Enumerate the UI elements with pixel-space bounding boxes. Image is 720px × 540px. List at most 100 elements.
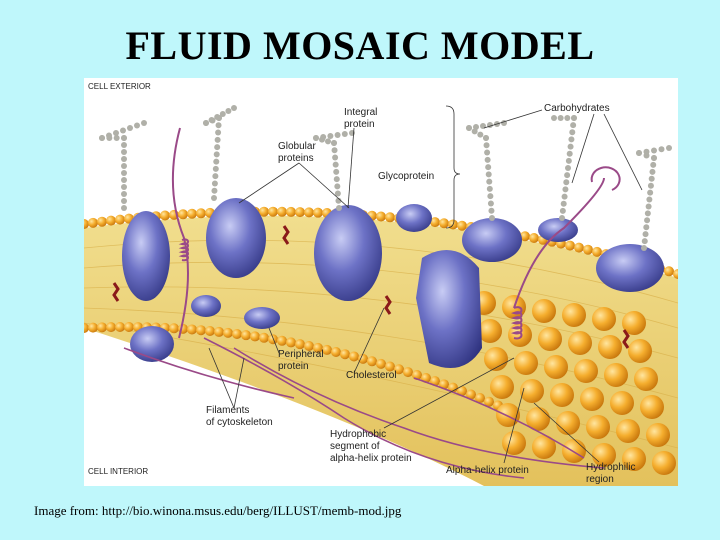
carbohydrate-bead	[127, 125, 133, 131]
label-cell-exterior: CELL EXTERIOR	[88, 82, 151, 91]
carbohydrate-bead	[213, 151, 220, 158]
carbohydrate-bead	[334, 132, 341, 138]
carbohydrate-bead	[121, 156, 127, 162]
carbohydrate-bead	[561, 193, 568, 200]
phospholipid-head	[358, 353, 368, 364]
carbohydrate-bead	[213, 158, 220, 165]
phospholipid-head	[628, 339, 652, 363]
carbohydrate-bead	[141, 120, 147, 126]
phospholipid-head	[115, 214, 125, 225]
carbohydrate-bead	[483, 142, 490, 149]
phospholipid-head	[448, 382, 458, 393]
carbohydrate-bead	[219, 111, 226, 117]
phospholipid-head	[562, 303, 586, 327]
phospholipid-head	[259, 332, 269, 343]
phospholipid-head	[115, 322, 125, 333]
carbohydrate-bead	[212, 173, 219, 180]
phospholipid-head	[196, 325, 206, 336]
phospholipid-head	[550, 383, 574, 407]
carbohydrate-bead	[651, 155, 657, 161]
carbohydrate-bead	[121, 184, 127, 190]
carbohydrate-bead	[650, 161, 657, 168]
phospholipid-head	[205, 326, 215, 336]
carbohydrate-bead	[567, 143, 574, 150]
phospholipid-head	[160, 210, 170, 221]
phospholipid-head	[106, 215, 116, 226]
carbohydrate-bead	[564, 115, 571, 121]
leader-lines	[208, 105, 643, 464]
label-alpha-helix: Alpha-helix protein	[446, 465, 529, 476]
carbohydrate-bead	[563, 179, 570, 186]
carbohydrate-bead	[485, 164, 492, 171]
carbohydrate-bead	[487, 193, 494, 200]
cytoskeleton-filaments	[123, 337, 605, 479]
phospholipid-head	[592, 246, 602, 257]
carbohydrate-bead	[644, 210, 651, 217]
carbohydrate-bead	[121, 163, 127, 169]
carbohydrate-bead	[565, 165, 571, 171]
carbohydrate-bead	[636, 150, 642, 156]
phospholipid-head	[313, 207, 323, 218]
phospholipid-head	[178, 209, 188, 220]
carbohydrate-bead	[325, 138, 331, 145]
phospholipid-head	[574, 242, 584, 253]
carbohydrate-bead	[466, 125, 472, 131]
carbohydrate-bead	[331, 140, 337, 146]
label-cholesterol: Cholesterol	[346, 370, 397, 381]
label-cell-interior: CELL INTERIOR	[88, 467, 148, 476]
phospholipid-head	[340, 349, 350, 360]
phospholipid-head	[84, 219, 89, 229]
phospholipid-head	[556, 411, 580, 435]
carbohydrate-bead	[484, 156, 491, 163]
phospholipid-head	[538, 327, 562, 351]
phospholipid-head	[616, 419, 640, 443]
carbohydrate-bead	[570, 122, 577, 129]
phospholipid-head	[580, 387, 604, 411]
phospholipid-head	[385, 361, 395, 372]
phospholipid-head	[646, 423, 670, 447]
carbohydrate-bead	[214, 136, 221, 143]
phospholipid-head	[304, 207, 314, 218]
phospholipid-head	[478, 319, 502, 343]
phospholipid-head	[475, 393, 485, 404]
carbohydrate-bead	[332, 161, 339, 168]
carbohydrate-bead	[486, 185, 493, 192]
phospholipid-head	[295, 207, 305, 218]
phospholipid-head	[214, 326, 224, 337]
phospholipid-head	[187, 208, 197, 219]
carbohydrate-bead	[648, 175, 655, 182]
carbohydrate-bead	[666, 145, 672, 151]
carbohydrate-bead	[121, 191, 127, 197]
phospholipid-head	[544, 355, 568, 379]
phospholipid-head	[313, 342, 323, 353]
carbohydrate-bead	[485, 171, 492, 178]
carbohydrate-bead	[211, 180, 218, 187]
phospholipid-head	[664, 266, 674, 277]
carbohydrate-bead	[203, 120, 209, 126]
label-globular-2: proteins	[278, 153, 314, 164]
phospholipid-head	[526, 407, 550, 431]
phospholipid-head	[196, 208, 206, 219]
label-hydrophilic-2: region	[586, 474, 614, 485]
carbohydrate-bead	[120, 127, 126, 134]
phospholipid-head	[97, 216, 107, 227]
carbohydrate-bead	[571, 115, 577, 121]
carbohydrate-bead	[488, 207, 495, 214]
phospholipid-head	[349, 351, 359, 362]
carbohydrate-bead	[134, 122, 140, 129]
phospholipid-head	[367, 356, 377, 367]
phospholipid-head	[268, 206, 278, 217]
phospholipid-head	[439, 218, 449, 229]
phospholipid-head	[259, 206, 269, 217]
carbohydrate-bead	[647, 189, 654, 196]
phospholipid-head	[568, 331, 592, 355]
carbohydrate-bead	[331, 147, 338, 154]
carbohydrate-bead	[121, 142, 127, 148]
carbohydrate-bead	[647, 182, 654, 189]
carbohydrate-bead	[231, 105, 237, 111]
phospholipid-head	[430, 217, 440, 228]
carbohydrate-bead	[334, 183, 341, 190]
phospholipid-head	[286, 206, 296, 217]
phospholipid-head	[457, 386, 467, 396]
carbohydrate-bead	[473, 124, 479, 130]
